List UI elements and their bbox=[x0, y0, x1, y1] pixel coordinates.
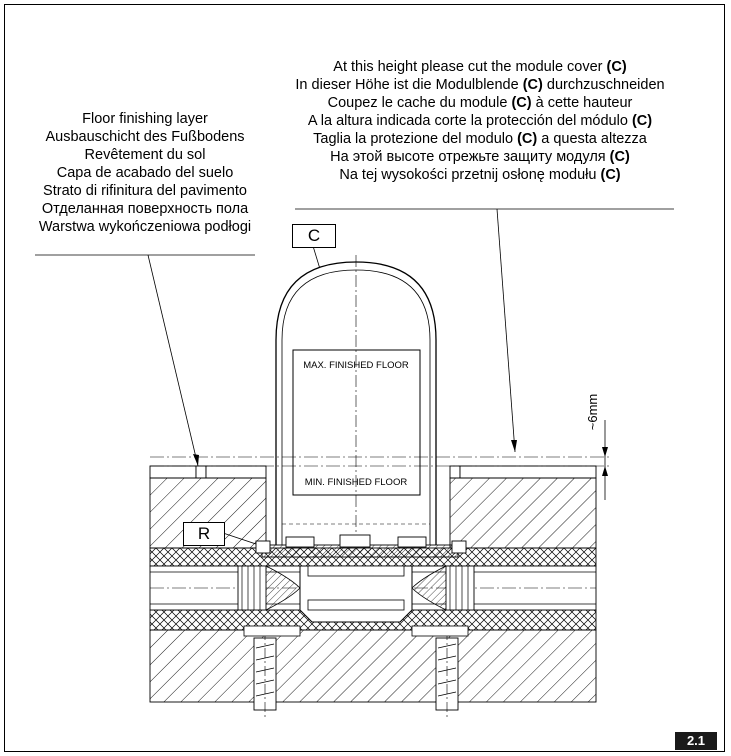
module-cover: MAX. FINISHED FLOOR MIN. FINISHED FLOOR bbox=[275, 255, 437, 545]
right-label-line: A la altura indicada corte la protección… bbox=[307, 113, 653, 129]
left-label-line: Revêtement du sol bbox=[84, 147, 206, 163]
floor-finishing-layer bbox=[149, 465, 597, 479]
screed-layer bbox=[149, 477, 597, 549]
dimension-text: ~6mm bbox=[585, 394, 600, 430]
left-label-line: Ausbauschicht des Fußbodens bbox=[45, 129, 245, 145]
base-slab bbox=[149, 629, 597, 703]
module-cover-tag: C bbox=[292, 224, 336, 248]
left-label-line: Capa de acabado del suelo bbox=[56, 165, 234, 181]
right-label-line: Na tej wysokości przetnij osłonę modułu … bbox=[339, 167, 621, 183]
left-label-line: Warstwa wykończeniowa podłogi bbox=[38, 219, 252, 235]
floor-leader-line bbox=[147, 254, 199, 467]
drawing-frame bbox=[4, 4, 725, 752]
height-dimension: ~6mm bbox=[585, 394, 608, 500]
cut-height-label: At this height please cut the module cov… bbox=[285, 58, 675, 184]
floor-finishing-label: Floor finishing layer Ausbauschicht des … bbox=[30, 110, 260, 236]
right-label-line: In dieser Höhe ist die Modulblende (C) d… bbox=[295, 77, 665, 93]
manifold-base bbox=[237, 534, 475, 637]
left-label-line: Floor finishing layer bbox=[82, 111, 208, 127]
right-label-line: Taglia la protezione del modulo (C) a qu… bbox=[313, 131, 647, 147]
right-label-line: На этой высоте отрежьте защиту модуля (C… bbox=[330, 149, 630, 165]
floor-leader-arrow bbox=[193, 454, 199, 466]
cut-height-lines bbox=[150, 456, 612, 467]
right-label-line: At this height please cut the module cov… bbox=[333, 59, 627, 75]
min-floor-text: MIN. FINISHED FLOOR bbox=[305, 477, 408, 488]
right-label-line: Coupez le cache du module (C) à cette ha… bbox=[327, 95, 633, 111]
cut-leader-arrow bbox=[511, 440, 517, 452]
max-floor-text: MAX. FINISHED FLOOR bbox=[303, 360, 409, 371]
cut-leader-line bbox=[496, 208, 516, 453]
left-label-line: Strato di rifinitura del pavimento bbox=[43, 183, 247, 199]
left-label-line: Отделанная поверхность пола bbox=[41, 201, 249, 217]
anchor-bolts bbox=[253, 630, 459, 718]
r-component-tag: R bbox=[183, 522, 225, 546]
figure-number: 2.1 bbox=[675, 732, 717, 750]
